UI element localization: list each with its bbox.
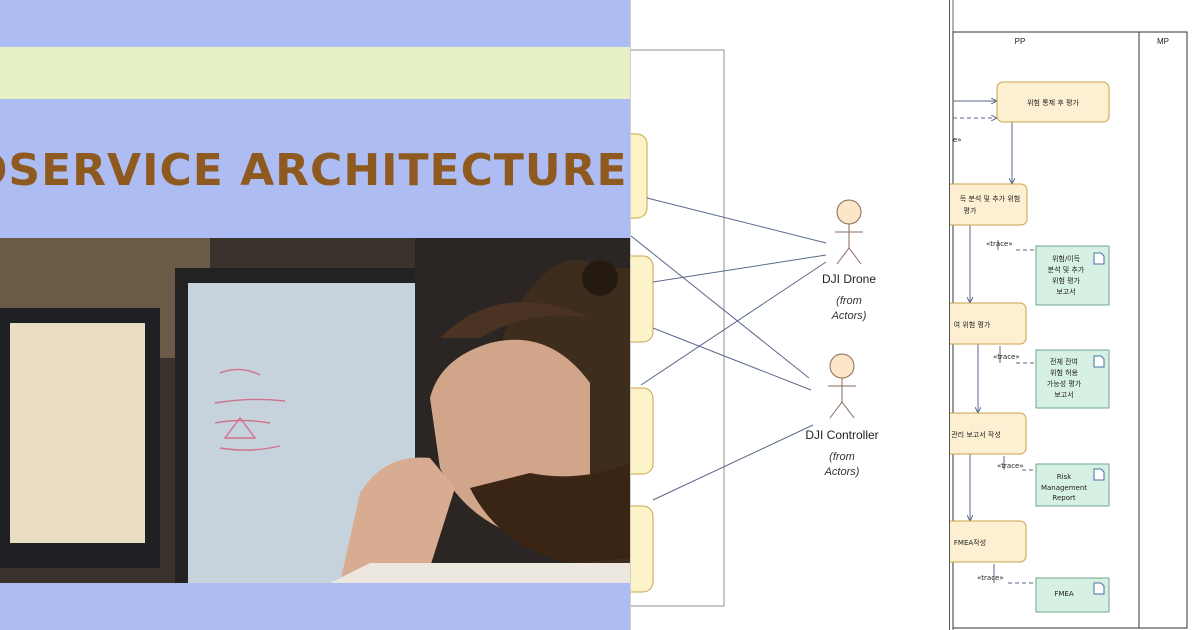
svg-text:위험/이득: 위험/이득 [1052,254,1081,263]
svg-text:분석 및 추가: 분석 및 추가 [1048,265,1085,274]
banner-panel: OSERVICE ARCHITECTURE W [0,0,630,630]
lane-header-mp: MP [1157,37,1169,46]
document-4[interactable]: FMEA [1035,577,1110,613]
actor-body-icon [835,224,863,265]
svg-text:여 위험 평가: 여 위험 평가 [954,320,991,329]
svg-text:득 분석 및 추가 위험: 득 분석 및 추가 위험 [960,194,1020,203]
use-case-4[interactable] [631,505,654,593]
activity-canvas: PP MP e» 위험 통제 후 평가 [950,0,1188,630]
svg-text:보고서: 보고서 [1056,287,1075,296]
use-case-3[interactable] [631,387,654,475]
document-icon [1093,252,1105,265]
actor-head-icon [829,353,855,379]
trace-label: «trace» [977,574,1004,582]
document-1[interactable]: 위험/이득 분석 및 추가 위험 평가 보고서 [1035,245,1110,306]
svg-text:평가: 평가 [964,206,977,215]
activity-2[interactable]: 득 분석 및 추가 위험 평가 [950,183,1028,226]
banner-headline: OSERVICE ARCHITECTURE W [0,145,630,196]
activity-3[interactable]: 여 위험 평가 [950,302,1027,345]
association-lines [631,197,827,501]
actor-name: DJI Drone [822,272,876,286]
trace-label: «trace» [986,240,1013,248]
document-2[interactable]: 전체 잔여 위험 허용 가능성 평가 보고서 [1035,349,1110,409]
actor-source-2: Actors) [831,310,867,322]
svg-text:Risk: Risk [1057,473,1072,481]
banner-photo [0,238,630,583]
svg-text:위험 평가: 위험 평가 [1052,276,1081,285]
document-icon [1093,468,1105,481]
svg-text:가능성 평가: 가능성 평가 [1047,379,1082,388]
document-icon [1093,355,1105,368]
svg-text:FMEA: FMEA [1054,590,1073,598]
svg-text:보고서: 보고서 [1054,390,1073,399]
actor-source: (from [829,451,855,463]
use-case-1[interactable] [631,133,648,219]
actor-dji-drone[interactable]: DJI Drone (from Actors) [822,199,876,322]
trace-label: «trace» [993,353,1020,361]
use-case-2[interactable] [631,255,654,343]
svg-text:Report: Report [1052,494,1075,502]
system-boundary [631,49,725,607]
svg-text:위험 허용: 위험 허용 [1050,368,1079,377]
document-3[interactable]: Risk Management Report [1035,463,1110,507]
actor-name: DJI Controller [805,428,878,442]
swimlane-mp [1138,31,1188,629]
svg-text:전체 잔여: 전체 잔여 [1050,357,1078,366]
actor-body-icon [828,378,856,419]
edge-label: e» [953,136,962,144]
document-icon [1093,582,1105,595]
svg-text:관리 보고서 작성: 관리 보고서 작성 [951,430,1001,439]
trace-label: «trace» [997,462,1024,470]
svg-text:FMEA작성: FMEA작성 [954,538,986,547]
accent-band [0,47,630,99]
photo-illustration [0,238,630,583]
bottom-band [0,583,630,630]
activity-diagram: PP MP e» 위험 통제 후 평가 [950,0,1200,630]
lane-header-pp: PP [1015,37,1026,46]
activity-5[interactable]: FMEA작성 [950,520,1027,563]
activity-1[interactable]: 위험 통제 후 평가 [996,81,1110,123]
actor-dji-controller[interactable]: DJI Controller (from Actors) [805,353,879,478]
activity-4[interactable]: 관리 보고서 작성 [950,412,1027,455]
control-flows [953,101,1036,584]
use-case-diagram: DJI Drone (from Actors) DJI Controller (… [630,0,950,630]
actor-source: (from [836,295,862,307]
actor-head-icon [836,199,862,225]
use-case-canvas: DJI Drone (from Actors) DJI Controller (… [631,49,879,607]
svg-text:Management: Management [1041,484,1087,492]
svg-text:위험 통제 후 평가: 위험 통제 후 평가 [1027,98,1079,107]
actor-source-2: Actors) [824,466,860,478]
